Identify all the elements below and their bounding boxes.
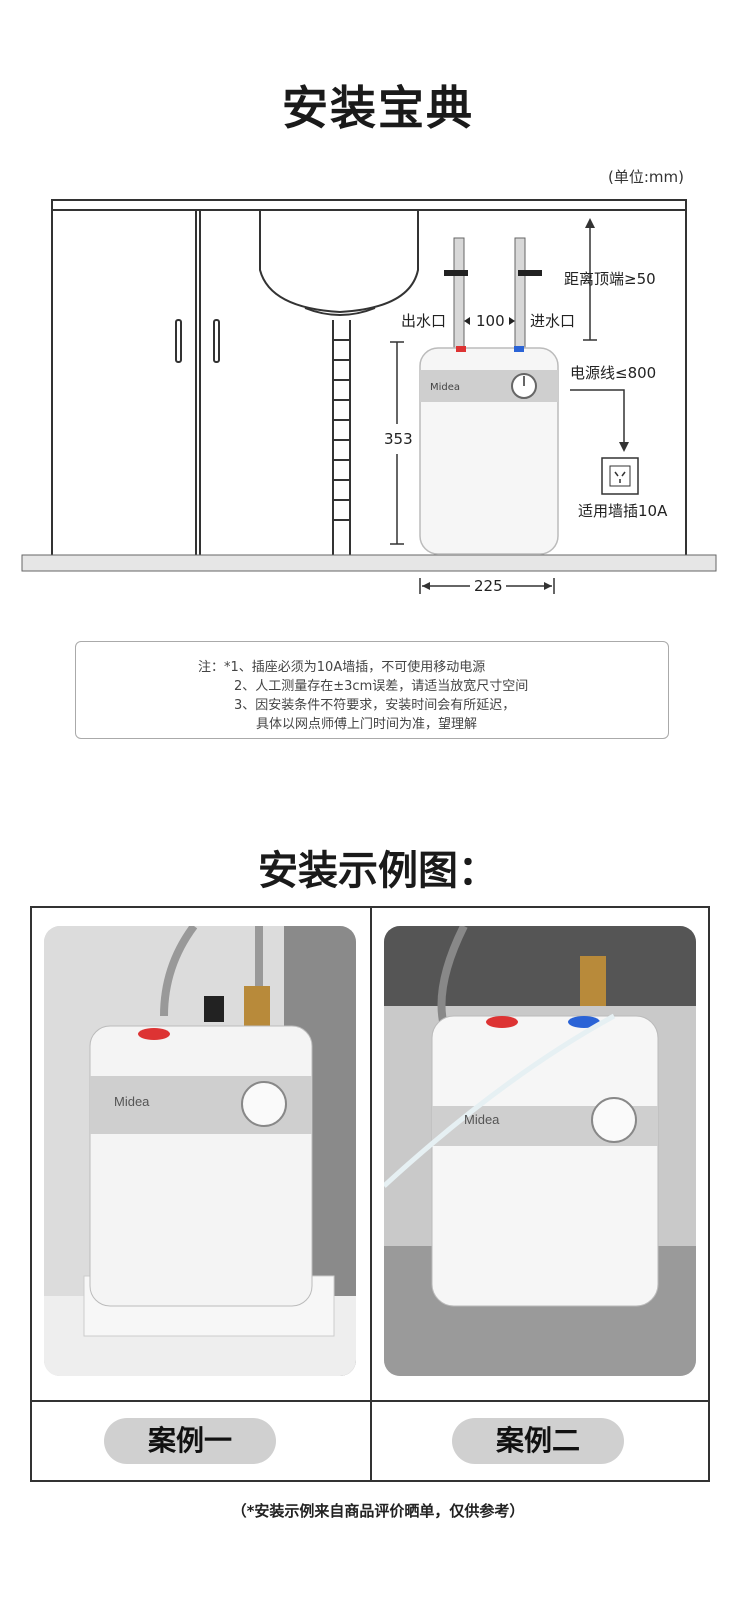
- case-2-label: 案例二: [452, 1418, 624, 1464]
- note-4: 具体以网点师傅上门时间为准，望理解: [256, 717, 478, 732]
- width-value: 225: [474, 577, 503, 595]
- power-cord-label: 电源线≤800: [570, 364, 656, 382]
- note-1: 注：*1、插座必须为10A墙插，不可使用移动电源: [198, 660, 486, 675]
- outlet-label: 出水口: [401, 312, 446, 330]
- socket-label: 适用墙插10A: [578, 502, 668, 520]
- case-2-photo: Midea: [384, 926, 696, 1376]
- svg-text:Midea: Midea: [464, 1112, 500, 1127]
- unit-label: (单位:mm): [608, 168, 684, 186]
- wall-socket-icon: [601, 457, 639, 495]
- case-1-photo: Midea: [44, 926, 356, 1376]
- top-distance-label: 距离顶端≥50: [564, 270, 656, 288]
- door-handle-right: [213, 319, 220, 363]
- heater-brand-label: Midea: [430, 382, 460, 393]
- drain-pipe: [332, 320, 351, 555]
- disclaimer: （*安装示例来自商品评价晒单，仅供参考）: [231, 1502, 525, 1520]
- case-1-label: 案例一: [104, 1418, 276, 1464]
- height-value: 353: [384, 430, 413, 448]
- water-heater: [419, 346, 559, 555]
- cabinet: [51, 199, 687, 555]
- examples-title: 安装示例图：: [258, 848, 498, 894]
- examples-frame: Midea Midea 案例一 案例二: [30, 906, 710, 1482]
- note-3: 3、因安装条件不符要求，安装时间会有所延迟，: [234, 698, 516, 713]
- pipe-gap-value: 100: [476, 312, 505, 330]
- top-clearance-dim: [583, 222, 597, 341]
- svg-text:Midea: Midea: [114, 1094, 150, 1109]
- water-pipes: [444, 237, 542, 349]
- notes-box: 注：*1、插座必须为10A墙插，不可使用移动电源 2、人工测量存在±3cm误差，…: [75, 641, 669, 739]
- inlet-label: 进水口: [530, 312, 575, 330]
- door-handle-left: [175, 319, 182, 363]
- installation-diagram: Midea 出水口 进水口 100 距离顶端≥50 电源线≤800 适用墙插10…: [21, 199, 717, 595]
- height-dim: [390, 341, 404, 545]
- power-cord-line: [570, 389, 625, 446]
- note-2: 2、人工测量存在±3cm误差，请适当放宽尺寸空间: [234, 679, 529, 694]
- sink-basin: [259, 209, 419, 314]
- floor: [21, 554, 717, 572]
- page-title: 安装宝典: [282, 81, 474, 135]
